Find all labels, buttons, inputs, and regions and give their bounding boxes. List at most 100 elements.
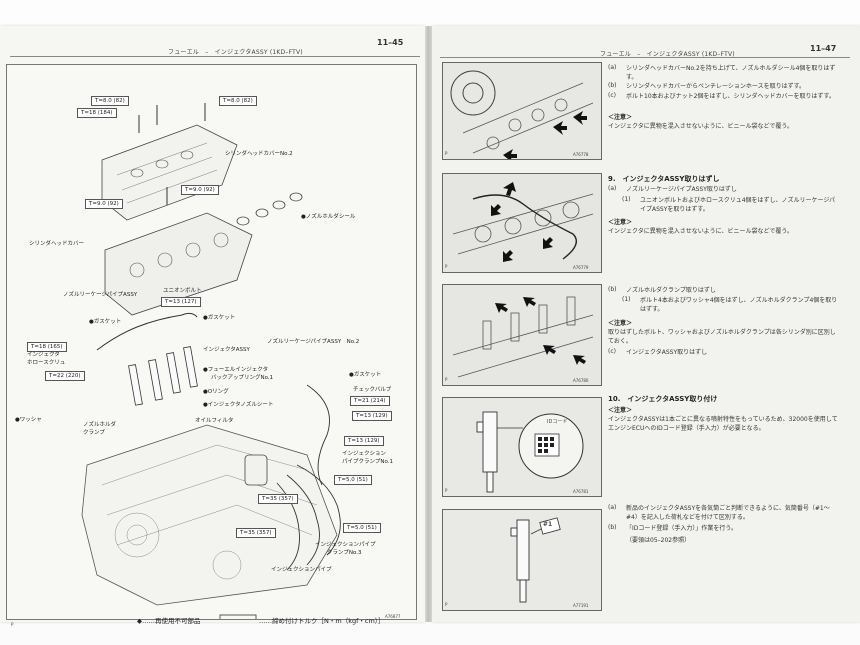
- part-label: ホロースクリュ: [27, 360, 66, 366]
- part-label: ●フューエルインジェクタ: [203, 367, 269, 373]
- part-label: バックアップリングNo.1: [211, 375, 274, 381]
- engine-top-drawing: [443, 63, 601, 159]
- torque-spec: T=21 (214): [350, 396, 390, 406]
- torque-spec: T=5.0 (51): [343, 523, 381, 533]
- torque-spec: T=8.0 (82): [219, 96, 257, 106]
- torque-spec: T=22 (220): [45, 371, 85, 381]
- item-mark: (a): [608, 504, 617, 511]
- part-label: インジェクタASSY: [203, 347, 250, 353]
- part-label: ●インジェクタノズルシート: [203, 402, 274, 408]
- header-rule: [440, 57, 850, 58]
- part-label: ●ガスケット: [89, 319, 122, 325]
- item-mark: (b): [608, 82, 617, 89]
- figure-code: A76780: [573, 378, 589, 383]
- figure-code: A76877: [385, 614, 401, 619]
- caution-title: ＜注意＞: [608, 114, 633, 121]
- part-label: ●ワッシャ: [15, 417, 42, 423]
- instruction-text: ユニオンボルトおよびホロースクリュ4個をはずし、ノズルリーケージパイプASSYを…: [640, 197, 836, 213]
- item-mark: (a): [608, 185, 617, 192]
- instruction-text: ノズルホルダクランプ取りはずし: [626, 287, 716, 294]
- page-number: 11–45: [377, 38, 404, 47]
- torque-spec: T=18 (165): [27, 342, 67, 352]
- part-label: チェックバルブ: [353, 387, 392, 393]
- id-code-label: IDコード: [547, 419, 568, 425]
- part-label: シリンダヘッドカバー: [29, 241, 85, 247]
- torque-spec: T=5.0 (51): [334, 475, 372, 485]
- part-label: クランプNo.3: [327, 550, 362, 556]
- p-mark: P: [445, 264, 448, 269]
- cylinder-tag: #1: [543, 521, 553, 528]
- instruction-text: シリンダヘッドカバーからベンチレーションホースを取りはずす。: [626, 83, 805, 90]
- caution-text: インジェクタASSYは1本ごとに異なる噴射特性をもっているため、32000を使用…: [608, 416, 838, 432]
- p-mark: P: [11, 622, 14, 627]
- torque-spec: T=8.0 (82): [91, 96, 129, 106]
- figure-code: A76778: [573, 152, 589, 157]
- part-label: インジェクションパイプ: [315, 542, 376, 548]
- exploded-diagram: T=8.0 (82) T=8.0 (82) T=18 (184) T=9.0 (…: [6, 64, 417, 627]
- legend-torque: ……締め付けトルク［N・m（kgf・cm）］: [259, 617, 385, 625]
- item-mark: (c): [608, 348, 616, 355]
- book-gutter: [425, 26, 432, 622]
- left-page: 11–45 フューエル – インジェクタASSY (1KD–FTV): [0, 26, 425, 627]
- figure-code: A76779: [573, 265, 589, 270]
- page-header: フューエル – インジェクタASSY (1KD–FTV): [600, 51, 735, 58]
- p-mark: P: [445, 377, 448, 382]
- top-margin: [0, 0, 860, 26]
- header-rule: [10, 56, 420, 57]
- part-label: ●Oリング: [203, 389, 229, 395]
- p-mark: P: [445, 602, 448, 607]
- caution-title: ＜注意＞: [608, 219, 633, 226]
- figure-code: A77191: [573, 603, 589, 608]
- instruction-text: ボルト10本およびナット2個をはずし、シリンダヘッドカバーを取りはずす。: [626, 93, 835, 100]
- instruction-text: 「IDコード登録（手入力）」作業を行う。: [626, 525, 738, 532]
- caution-text: インジェクタに異物を混入させないように、ビニール袋などで覆う。: [608, 228, 793, 235]
- item-mark: (b): [608, 524, 617, 531]
- caution-text: 取りはずしたボルト、ワッシャおよびノズルホルダクランプは各シリンダ別に区別してお…: [608, 329, 836, 345]
- item-mark: (b): [608, 286, 617, 293]
- torque-spec: T=13 (127): [161, 297, 201, 307]
- part-label: ノズルリーケージパイプASSY: [63, 292, 138, 298]
- item-mark: (c): [608, 92, 616, 99]
- torque-spec: T=18 (184): [77, 108, 117, 118]
- part-label: ●ガスケット: [203, 315, 236, 321]
- part-label: ノズルホルダ: [83, 422, 117, 428]
- figure-cylinder-tag: #1 P A77191: [442, 509, 602, 611]
- reference-text: （要領は05–202参照）: [626, 537, 691, 544]
- instruction-text: ノズルリーケージパイプASSY取りはずし: [626, 186, 737, 193]
- figure-clamp-removal: P A76780: [442, 284, 602, 386]
- item-mark: (a): [608, 64, 617, 71]
- part-label: ユニオンボルト: [163, 288, 202, 294]
- step-title: 9. インジェクタASSY取りはずし: [608, 175, 720, 183]
- instruction-text: ボルト4本およびワッシャ4個をはずし、ノズルホルダクランプ4個を取りはずす。: [640, 297, 838, 313]
- caution-title: ＜注意＞: [608, 320, 633, 327]
- p-mark: P: [445, 488, 448, 493]
- figure-leakage-pipe-removal: P A76779: [442, 173, 602, 273]
- part-label: オイルフィルタ: [195, 418, 234, 424]
- part-label: パイプクランプNo.1: [342, 459, 393, 465]
- figure-head-cover-removal: P A76778: [442, 62, 602, 160]
- caution-text: インジェクタに異物を混入させないように、ビニール袋などで覆う。: [608, 123, 793, 130]
- part-label: シリンダヘッドカバーNo.2: [225, 151, 293, 157]
- part-label: クランプ: [83, 430, 105, 436]
- instruction-text: インジェクタASSY取りはずし: [626, 349, 708, 356]
- page-number: 11–47: [810, 44, 837, 53]
- injector-id-drawing: [443, 398, 601, 496]
- figure-id-code: IDコード P A76781: [442, 397, 602, 497]
- engine-pipes-drawing: [443, 174, 601, 272]
- bottom-margin: [0, 622, 860, 645]
- caution-title: ＜注意＞: [608, 407, 633, 414]
- diagram-drawing: [81, 103, 341, 619]
- figure-code: A76781: [573, 489, 589, 494]
- injector-tag-drawing: [443, 510, 601, 610]
- part-label: ●ガスケット: [349, 372, 382, 378]
- part-label: ノズルリーケージパイプASSY No.2: [267, 339, 360, 345]
- part-label: インジェクションパイプ: [271, 567, 332, 573]
- item-mark: (1): [622, 196, 631, 203]
- engine-clamps-drawing: [443, 285, 601, 385]
- part-label: インジェクタ: [27, 352, 60, 358]
- torque-spec: T=9.0 (92): [85, 199, 123, 209]
- torque-spec: T=13 (129): [352, 411, 392, 421]
- right-page: 11–47 フューエル – インジェクタASSY (1KD–FTV) P A76…: [432, 26, 860, 622]
- part-label: インジェクション: [342, 451, 387, 457]
- instruction-text: シリンダヘッドカバーNo.2を持ち上げて、ノズルホルダシール4個を取りはずす。: [626, 65, 836, 81]
